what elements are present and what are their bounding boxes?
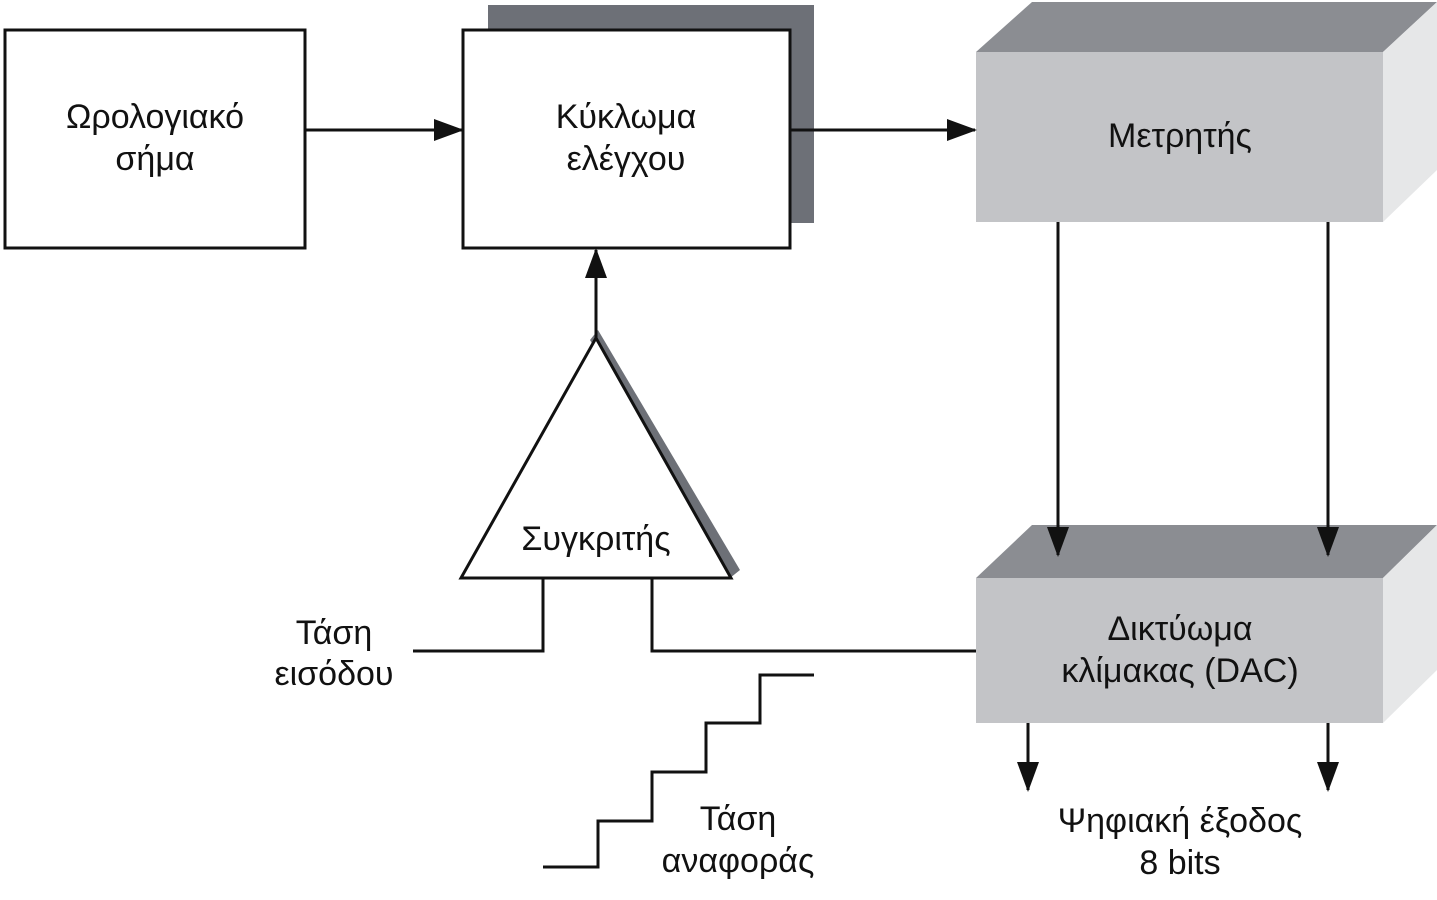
counter-label: Μετρητής: [1108, 117, 1252, 155]
staircase-waveform: [543, 673, 814, 869]
clock-label-line2: σήμα: [115, 140, 194, 178]
dac-label-line2: κλίμακας (DAC): [1061, 652, 1298, 690]
dac-to-comparator-wire: [650, 578, 976, 653]
reference-voltage-label: Τάση αναφοράς: [662, 800, 815, 880]
input-voltage-label: Τάση εισόδου: [274, 614, 393, 693]
digital-output-line2: 8 bits: [1139, 844, 1220, 882]
digital-output-label: Ψηφιακή έξοδος 8 bits: [1058, 802, 1303, 882]
input-voltage-line1: Τάση: [296, 614, 373, 652]
reference-voltage-line2: αναφοράς: [662, 842, 815, 880]
dac-label-line1: Δικτύωμα: [1107, 610, 1252, 648]
clock-label-line1: Ωρολογιακό: [66, 98, 244, 136]
dac-block: Δικτύωμα κλίμακας (DAC): [976, 525, 1437, 723]
reference-voltage-line1: Τάση: [700, 800, 777, 838]
input-voltage-wire: [413, 578, 545, 653]
control-label-line2: ελέγχου: [567, 140, 686, 178]
digital-output-line1: Ψηφιακή έξοδος: [1058, 802, 1303, 840]
control-label-line1: Κύκλωμα: [556, 98, 697, 136]
control-circuit-block: Κύκλωμα ελέγχου: [461, 5, 814, 250]
input-voltage-line2: εισόδου: [274, 655, 393, 693]
counter-block: Μετρητής: [976, 2, 1437, 222]
comparator-block: Συγκριτής: [458, 330, 740, 580]
comparator-label: Συγκριτής: [521, 520, 670, 558]
clock-signal-block: Ωρολογιακό σήμα: [3, 28, 307, 250]
